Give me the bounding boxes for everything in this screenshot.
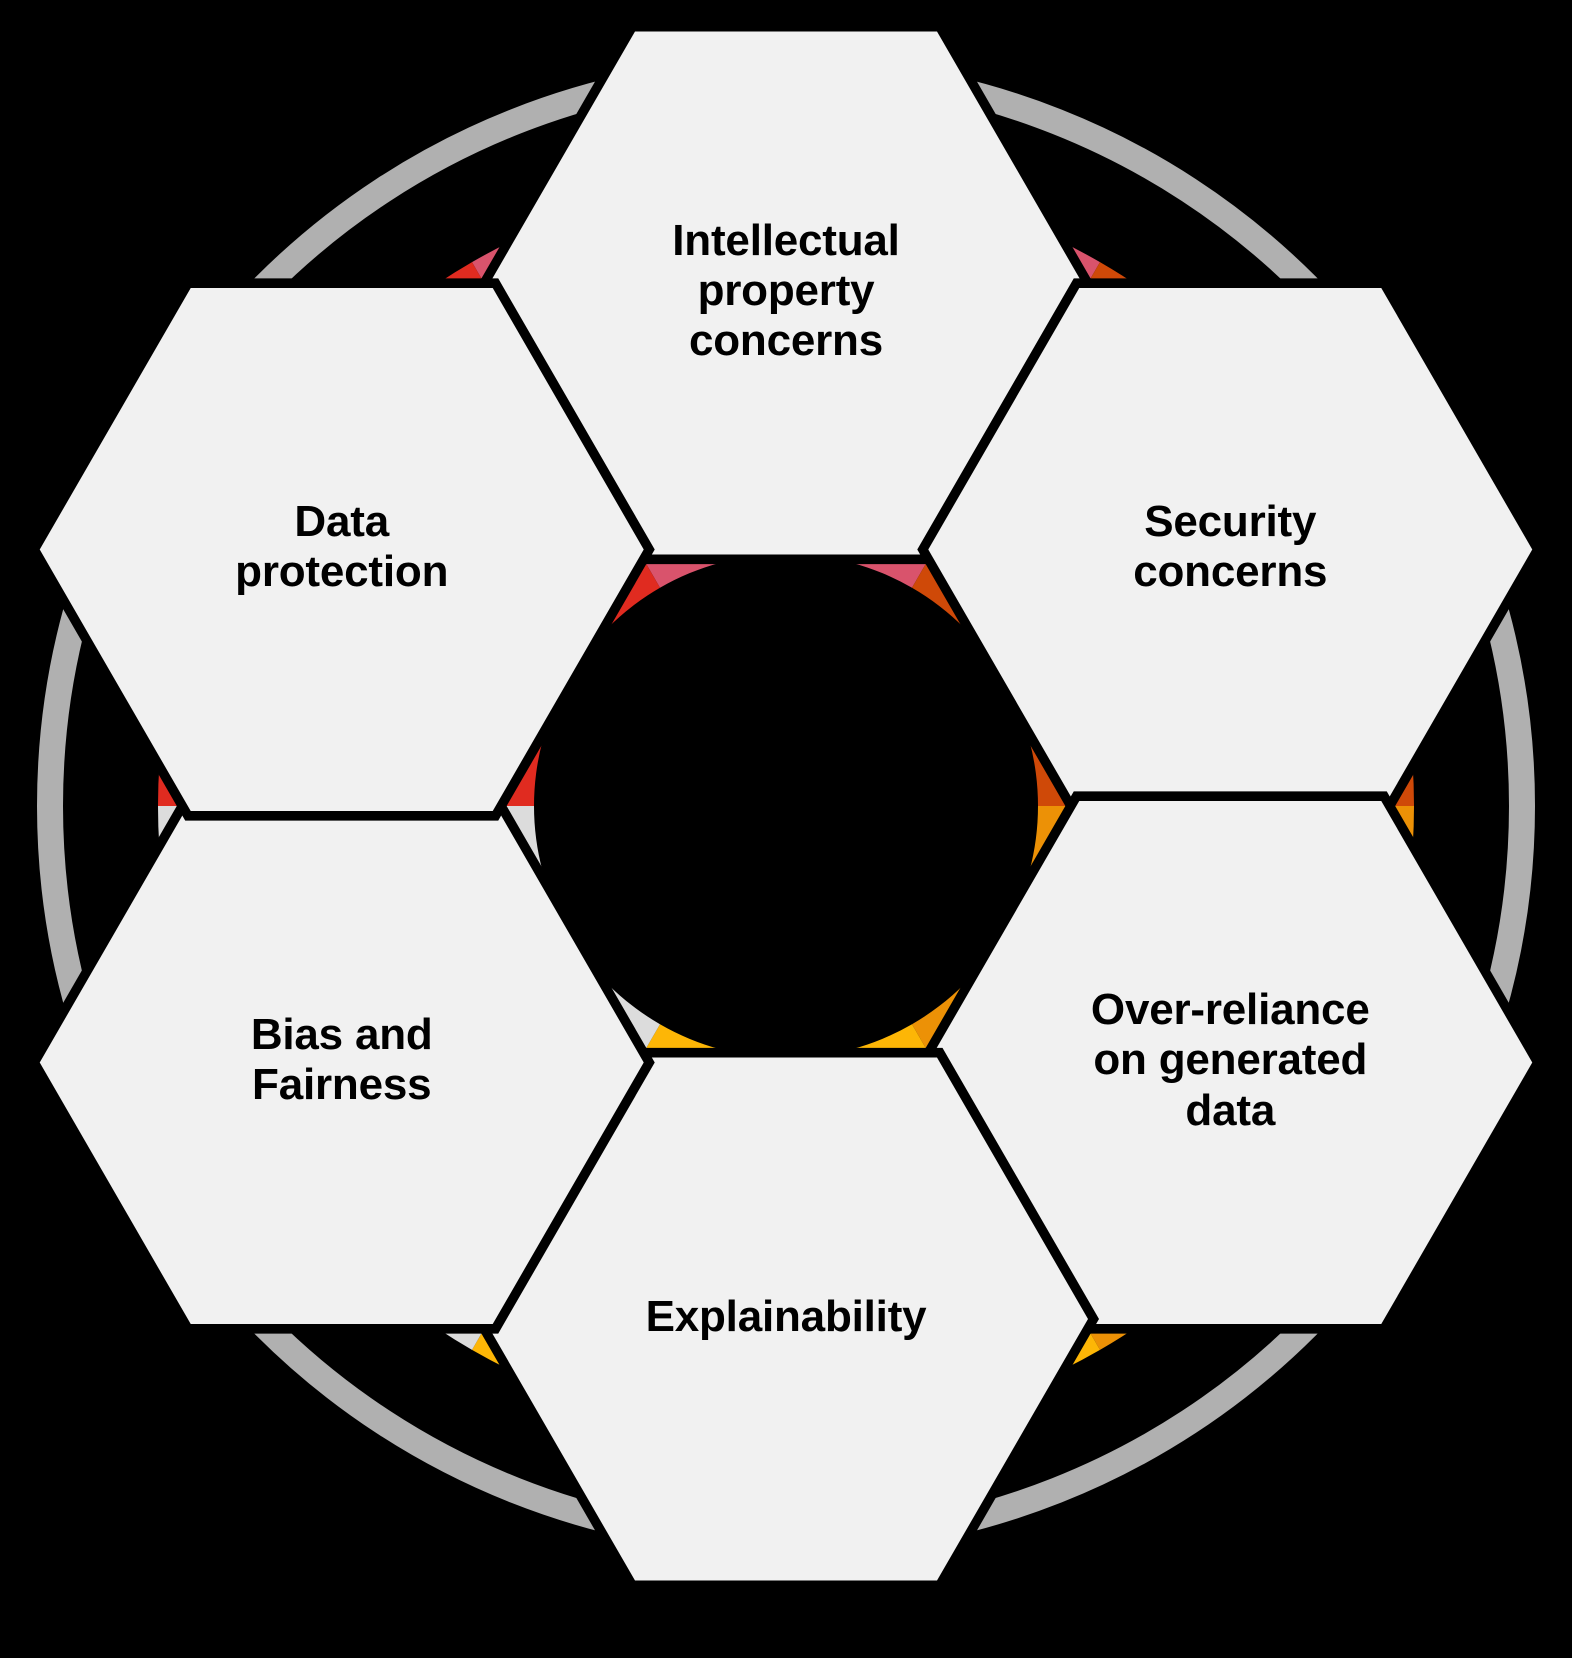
hexagon-tile-explainability [484, 1057, 1088, 1581]
hexagon-tile-over-reliance-on-generated-data [928, 800, 1533, 1325]
hexagon-tile-intellectual-property-concerns [484, 31, 1088, 555]
hexagon-tile-security-concerns [928, 287, 1533, 812]
hexagon-tile-data-protection [39, 287, 644, 812]
hexagon-tiles [28, 21, 1544, 1591]
hexagon-tile-bias-and-fairness [39, 800, 644, 1325]
